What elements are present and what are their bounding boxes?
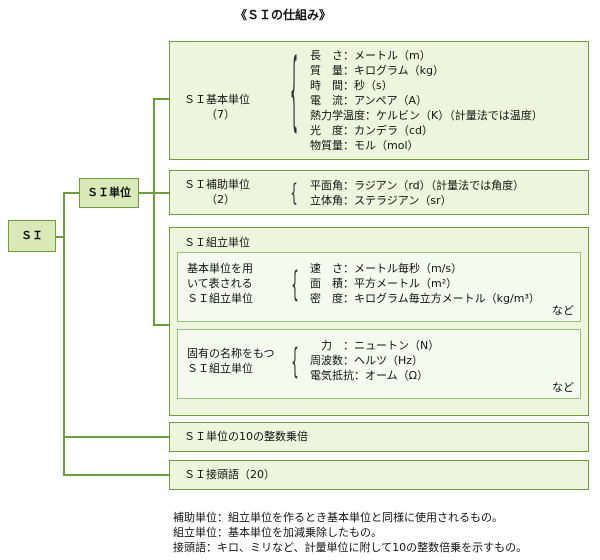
base-unit-mass: 質 量：キログラム（kg） — [310, 64, 445, 77]
base-unit-current: 電 流：アンペア（A） — [310, 94, 428, 107]
derived-unit-frequency: 周波数：ヘルツ（Hz） — [310, 354, 424, 367]
supplementary-units-brace: { — [290, 179, 298, 207]
supplementary-units-box: ＳＩ補助単位 （2） { 平面角：ラジアン（rd）（計量法では角度） 立体角：ス… — [169, 170, 589, 215]
derived-group-named-label: 固有の名称をもつ ＳＩ組立単位 — [187, 346, 275, 376]
supplementary-units-label: ＳＩ補助単位 — [184, 178, 250, 191]
derived-group-base-label-line: いて表される — [187, 277, 253, 290]
base-unit-temperature: 熱力学温度：ケルビン（K）（計量法では温度） — [310, 109, 543, 122]
connector-si-unit-out — [138, 192, 154, 194]
derived-group-named-etc: など — [552, 381, 574, 394]
note-derived: 組立単位：基本単位を加減乗除したもの。 — [173, 526, 382, 539]
derived-unit-area: 面 積：平方メートル（m²） — [310, 277, 458, 290]
si-unit-box: ＳＩ単位 — [79, 178, 139, 208]
derived-group-named-label-line: ＳＩ組立単位 — [187, 362, 253, 375]
base-units-box: ＳＩ基本単位 （7） { 長 さ：メートル（m） 質 量：キログラム（kg） 時… — [169, 41, 589, 160]
connector-trunk-to-si-unit — [63, 192, 79, 194]
multiples-box: ＳＩ単位の10の整数乗倍 — [169, 422, 589, 452]
base-unit-time: 時 間：秒（s） — [310, 79, 393, 92]
connector-main-trunk — [63, 192, 65, 476]
supplementary-units-list: 平面角：ラジアン（rd）（計量法では角度） 立体角：ステラジアン（sr） — [310, 178, 524, 208]
notes: 補助単位：組立単位を作るとき基本単位と同様に使用されるもの。 組立単位：基本単位… — [173, 510, 527, 555]
prefixes-box: ＳＩ接頭語（20） — [169, 460, 589, 490]
derived-unit-speed: 速 さ：メートル毎秒（m/s） — [310, 262, 463, 275]
prefixes-label: ＳＩ接頭語（20） — [184, 468, 275, 481]
derived-group-base: 基本単位を用 いて表される ＳＩ組立単位 { 速 さ：メートル毎秒（m/s） 面… — [177, 252, 581, 322]
si-box: ＳＩ — [8, 220, 56, 252]
derived-group-named-list: 力 ：ニュートン（N） 周波数：ヘルツ（Hz） 電気抵抗：オーム（Ω） — [310, 338, 439, 383]
note-prefix: 接頭語：キロ、ミリなど、計量単位に附して10の整数倍乗を示すもの。 — [173, 541, 528, 554]
supplementary-units-count: （2） — [206, 193, 235, 206]
derived-group-base-label-line: 基本単位を用 — [187, 262, 253, 275]
connector-trunk-to-prefixes — [63, 474, 169, 476]
base-unit-amount: 物質量：モル（mol） — [310, 139, 419, 152]
derived-unit-resistance: 電気抵抗：オーム（Ω） — [310, 369, 429, 382]
connector-trunk-to-multiples — [63, 436, 169, 438]
derived-group-base-label-line: ＳＩ組立単位 — [187, 292, 253, 305]
derived-group-named-label-line: 固有の名称をもつ — [187, 347, 275, 360]
connector-branch-to-base — [153, 98, 169, 100]
connector-branch-to-supplementary — [153, 192, 169, 194]
derived-unit-force: 力 ：ニュートン（N） — [310, 339, 440, 352]
derived-group-base-label: 基本単位を用 いて表される ＳＩ組立単位 — [187, 261, 253, 306]
base-units-list: 長 さ：メートル（m） 質 量：キログラム（kg） 時 間：秒（s） 電 流：ア… — [310, 48, 543, 153]
base-units-label: ＳＩ基本単位 — [184, 93, 250, 106]
page-title: 《ＳＩの仕組み》 — [235, 8, 332, 22]
derived-group-named-brace: { — [291, 340, 299, 382]
base-unit-luminous: 光 度：カンデラ（cd） — [310, 124, 434, 137]
note-supplementary: 補助単位：組立単位を作るとき基本単位と同様に使用されるもの。 — [173, 511, 503, 524]
derived-group-base-brace: { — [291, 263, 299, 305]
derived-units-label: ＳＩ組立単位 — [184, 236, 250, 249]
connector-trunk-to-si — [56, 236, 65, 238]
derived-group-base-list: 速 さ：メートル毎秒（m/s） 面 積：平方メートル（m²） 密 度：キログラム… — [310, 261, 540, 306]
base-units-brace: { — [289, 47, 299, 146]
si-unit-label: ＳＩ単位 — [87, 186, 131, 199]
connector-branch-to-derived — [153, 324, 169, 326]
si-label: ＳＩ — [21, 229, 43, 242]
supplementary-solid-angle: 立体角：ステラジアン（sr） — [310, 194, 452, 207]
multiples-label: ＳＩ単位の10の整数乗倍 — [184, 430, 308, 443]
derived-unit-density: 密 度：キログラム毎立方メートル（kg/m³） — [310, 292, 540, 305]
derived-units-box: ＳＩ組立単位 基本単位を用 いて表される ＳＩ組立単位 { 速 さ：メートル毎秒… — [169, 227, 589, 416]
base-unit-length: 長 さ：メートル（m） — [310, 49, 431, 62]
connector-branch-trunk — [153, 98, 155, 326]
supplementary-plane-angle: 平面角：ラジアン（rd）（計量法では角度） — [310, 179, 525, 192]
derived-group-named: 固有の名称をもつ ＳＩ組立単位 { 力 ：ニュートン（N） 周波数：ヘルツ（Hz… — [177, 329, 581, 399]
base-units-count: （7） — [206, 108, 235, 121]
derived-group-base-etc: など — [552, 304, 574, 317]
